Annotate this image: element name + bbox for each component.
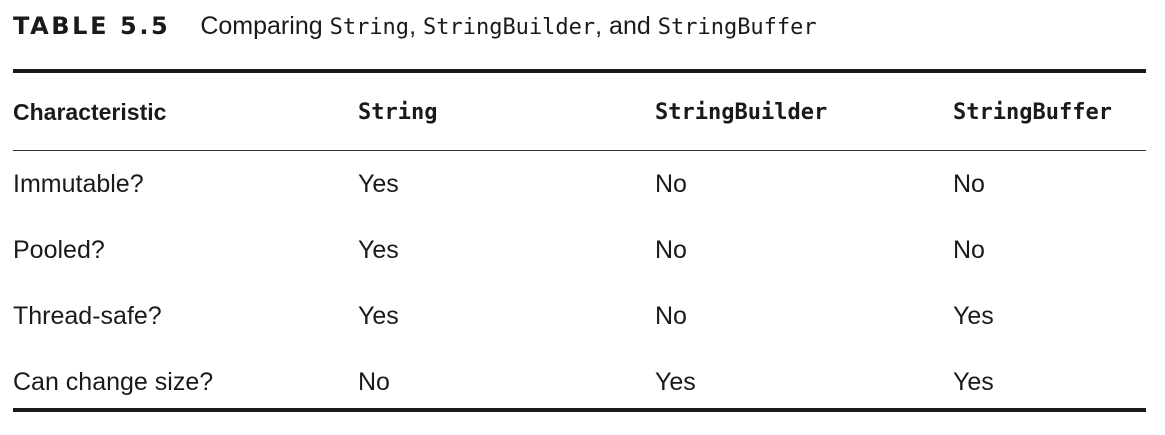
table-top-rule	[13, 69, 1146, 73]
cell-stringbuffer: Yes	[953, 301, 994, 330]
cell-stringbuilder: Yes	[655, 367, 696, 396]
header-stringbuffer: StringBuffer	[953, 100, 1112, 125]
table-row: Pooled? Yes No No	[13, 217, 1146, 283]
table-row: Can change size? No Yes Yes	[13, 349, 1146, 415]
caption-part: , and	[595, 11, 658, 40]
cell-stringbuffer: No	[953, 235, 985, 264]
table-body: Immutable? Yes No No Pooled? Yes No No T…	[13, 151, 1146, 415]
caption-part: ,	[409, 11, 423, 40]
header-characteristic: Characteristic	[13, 99, 167, 125]
cell-stringbuffer: Yes	[953, 367, 994, 396]
caption-code-stringbuffer: StringBuffer	[657, 14, 817, 40]
table-number-label: TABLE 5.5	[13, 12, 171, 40]
table-caption: TABLE 5.5 Comparing String, StringBuilde…	[13, 8, 817, 44]
table-header-row: Characteristic String StringBuilder Stri…	[13, 73, 1146, 150]
cell-stringbuilder: No	[655, 301, 687, 330]
table-row: Immutable? Yes No No	[13, 151, 1146, 217]
table-bottom-rule	[13, 408, 1146, 412]
table-row: Thread-safe? Yes No Yes	[13, 283, 1146, 349]
row-label: Immutable?	[13, 169, 144, 198]
table-title: Comparing String, StringBuilder, and Str…	[200, 12, 816, 41]
cell-stringbuilder: No	[655, 235, 687, 264]
comparison-table: Characteristic String StringBuilder Stri…	[13, 73, 1146, 396]
header-stringbuilder: StringBuilder	[655, 100, 828, 125]
header-divider	[13, 150, 1146, 151]
caption-code-string: String	[329, 14, 410, 40]
caption-part: Comparing	[200, 11, 330, 40]
cell-stringbuilder: No	[655, 169, 687, 198]
cell-string: Yes	[358, 235, 399, 264]
header-string: String	[358, 100, 438, 125]
caption-code-stringbuilder: StringBuilder	[422, 14, 596, 40]
cell-stringbuffer: No	[953, 169, 985, 198]
row-label: Thread-safe?	[13, 301, 162, 330]
cell-string: Yes	[358, 301, 399, 330]
cell-string: Yes	[358, 169, 399, 198]
row-label: Pooled?	[13, 235, 105, 264]
cell-string: No	[358, 367, 390, 396]
row-label: Can change size?	[13, 367, 214, 396]
